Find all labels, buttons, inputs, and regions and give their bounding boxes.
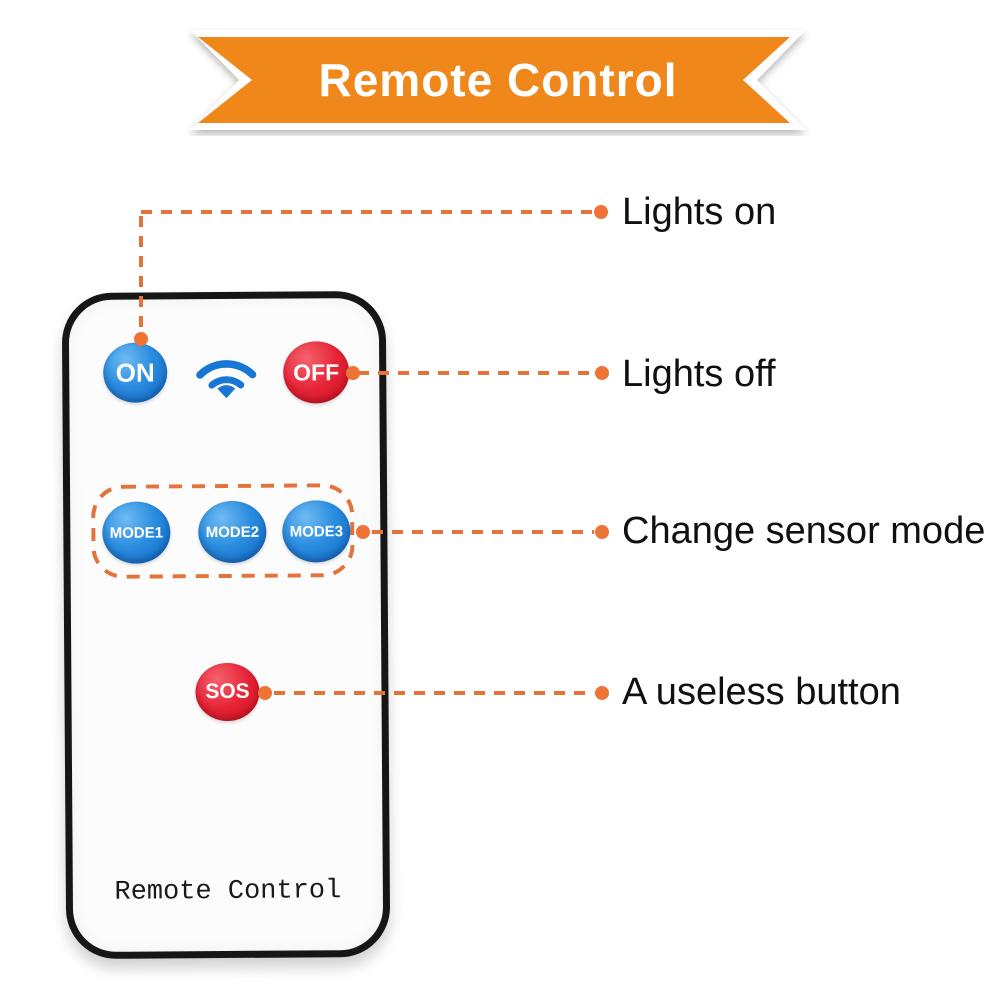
connector-dot-mode-group <box>356 525 370 539</box>
connector-dot-sos-button <box>258 686 272 700</box>
mode2-button: MODE2 <box>198 500 267 564</box>
callout-lights-on: Lights on <box>622 191 777 233</box>
mode1-button: MODE1 <box>102 501 171 564</box>
connector-dot-on-button <box>134 332 148 346</box>
sos-button: SOS <box>195 662 260 722</box>
callout-change-sensor-mode: Change sensor mode <box>622 510 986 552</box>
connector-useless-button <box>274 691 594 695</box>
connector-dot-off-button <box>346 366 360 380</box>
remote-label: Remote Control <box>114 876 342 908</box>
connector-dot-sensor-mode <box>595 525 609 539</box>
remote-control-body: ON OFF MODE1 MODE2 MODE3 SOS Remote Cont… <box>61 290 391 960</box>
connector-lights-on-vertical <box>139 216 143 334</box>
mode-group-outline <box>91 483 355 579</box>
connector-sensor-mode <box>372 530 594 534</box>
banner-title: Remote Control <box>318 54 678 106</box>
connector-dot-lights-on <box>594 205 608 219</box>
wifi-icon <box>196 360 257 399</box>
connector-lights-on-horizontal <box>141 210 593 214</box>
connector-lights-off <box>358 371 594 375</box>
callout-useless-button: A useless button <box>622 671 901 713</box>
off-button: OFF <box>283 341 350 404</box>
callout-lights-off: Lights off <box>622 353 776 395</box>
mode3-button: MODE3 <box>282 500 351 563</box>
connector-dot-lights-off <box>595 366 609 380</box>
connector-dot-useless-button <box>595 686 609 700</box>
banner-ribbon: Remote Control <box>182 24 814 136</box>
ribbon-shape <box>190 30 806 130</box>
on-button: ON <box>103 342 168 403</box>
